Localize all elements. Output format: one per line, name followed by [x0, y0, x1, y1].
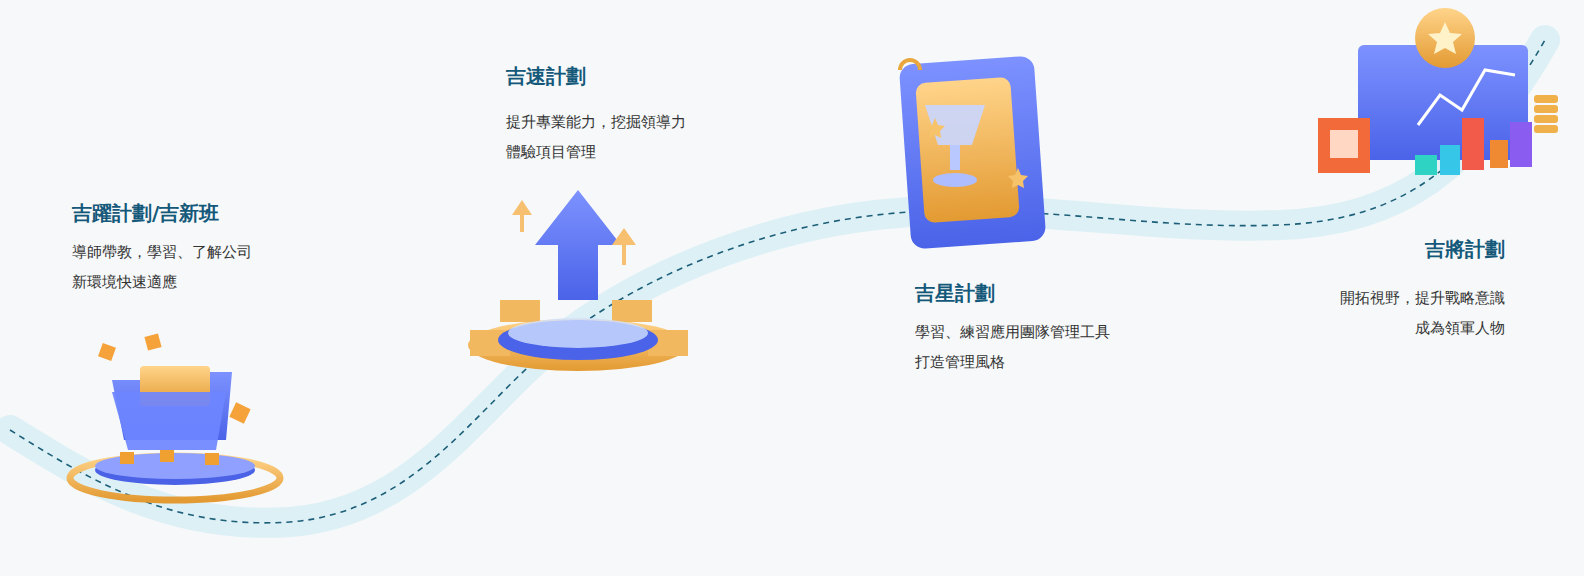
trophy-phone-illustration — [899, 55, 1047, 249]
stage-description: 學習、練習應用團隊管理工具 打造管理風格 — [915, 317, 1130, 377]
stage-heading: 吉速計劃 — [506, 63, 586, 89]
stage-heading: 吉將計劃 — [1425, 236, 1505, 262]
stage-description: 開拓視野，提升戰略意識 成為領軍人物 — [1290, 283, 1505, 343]
growth-arrow-illustration — [468, 190, 688, 371]
stage-heading: 吉躍計劃/吉新班 — [72, 200, 219, 226]
stage-heading: 吉星計劃 — [915, 280, 995, 306]
stage-description: 導師帶教，學習、了解公司 新環境快速適應 — [72, 237, 287, 297]
wave-dashed-line — [10, 40, 1545, 523]
chart-box-illustration — [1318, 8, 1558, 175]
stage-description: 提升專業能力，挖掘領導力 體驗項目管理 — [506, 107, 721, 167]
wave-band — [10, 40, 1545, 523]
folder-illustration — [70, 333, 280, 500]
